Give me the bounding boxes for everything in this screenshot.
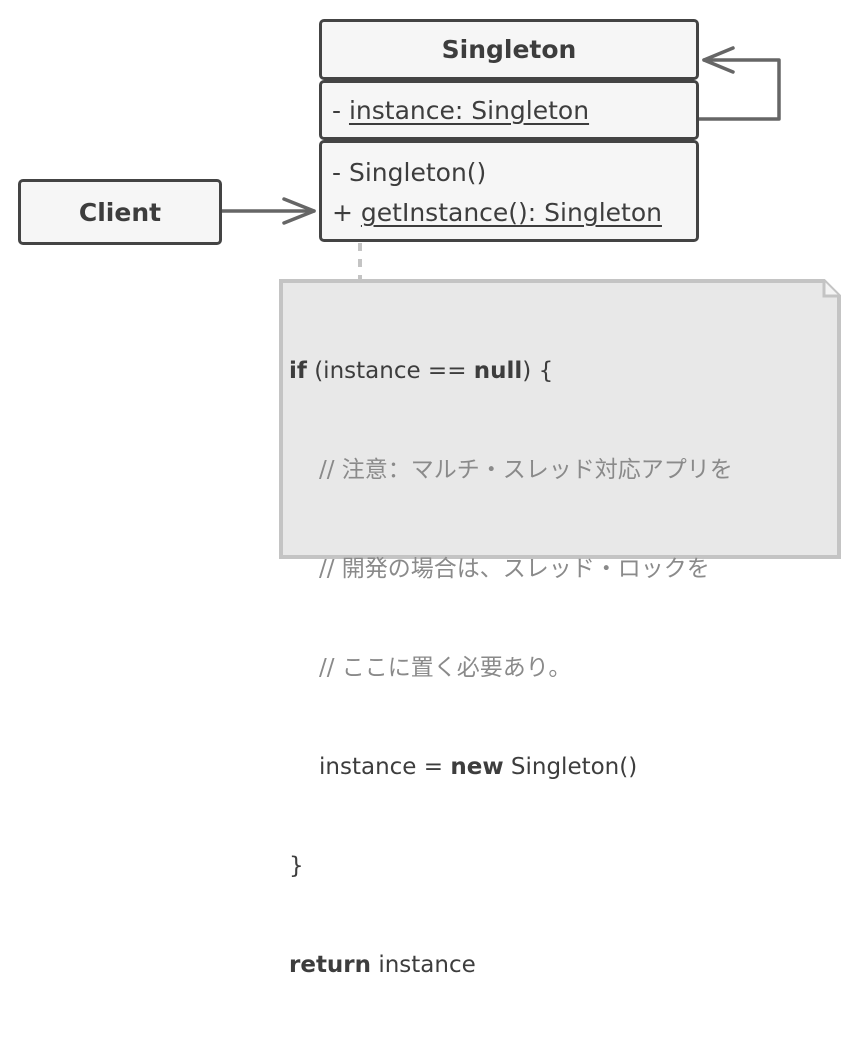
note-comment: // 開発の場合は、スレッド・ロックを (319, 556, 710, 582)
code-text: ) { (522, 358, 554, 384)
keyword: null (473, 358, 523, 384)
note-line: return instance (289, 949, 733, 982)
connectors (220, 46, 841, 559)
class-methods-section: - Singleton() + getInstance(): Singleton (319, 140, 699, 242)
method-get-instance: + getInstance(): Singleton (332, 193, 696, 233)
method-text: Singleton() (348, 158, 487, 187)
class-name: Singleton (441, 35, 577, 64)
code-text: instance (371, 952, 476, 978)
note-code: if (instance == null) { // 注意：マルチ・スレッド対応… (289, 289, 733, 1048)
class-name-section: Singleton (319, 19, 699, 80)
code-text: (instance == (306, 358, 474, 384)
note-shape (279, 279, 841, 559)
field-instance: instance: Singleton (348, 95, 590, 125)
note-comment: // 注意：マルチ・スレッド対応アプリを (319, 457, 733, 483)
method-visibility: - (332, 158, 342, 187)
singleton-class[interactable]: Singleton - instance: Singleton - Single… (319, 19, 699, 242)
note-line: instance = new Singleton() (289, 751, 733, 784)
code-text: instance = (319, 754, 451, 780)
note-comment: // ここに置く必要あり。 (319, 655, 572, 681)
note-line: } (289, 853, 304, 879)
client-class[interactable]: Client (18, 179, 222, 245)
method-constructor: - Singleton() (332, 153, 696, 193)
self-association-arrow (697, 46, 781, 121)
method-text: getInstance(): Singleton (360, 198, 662, 227)
field-visibility: - (332, 95, 342, 125)
client-to-singleton-arrow (220, 197, 316, 225)
code-note: if (instance == null) { // 注意：マルチ・スレッド対応… (279, 279, 841, 978)
code-text: Singleton() (503, 754, 638, 780)
keyword: new (450, 754, 504, 780)
class-fields-section: - instance: Singleton (319, 80, 699, 140)
method-visibility: + (332, 198, 353, 227)
keyword: if (289, 358, 307, 384)
client-name: Client (78, 197, 162, 227)
note-line: if (instance == null) { (289, 355, 733, 388)
keyword: return (289, 952, 372, 978)
